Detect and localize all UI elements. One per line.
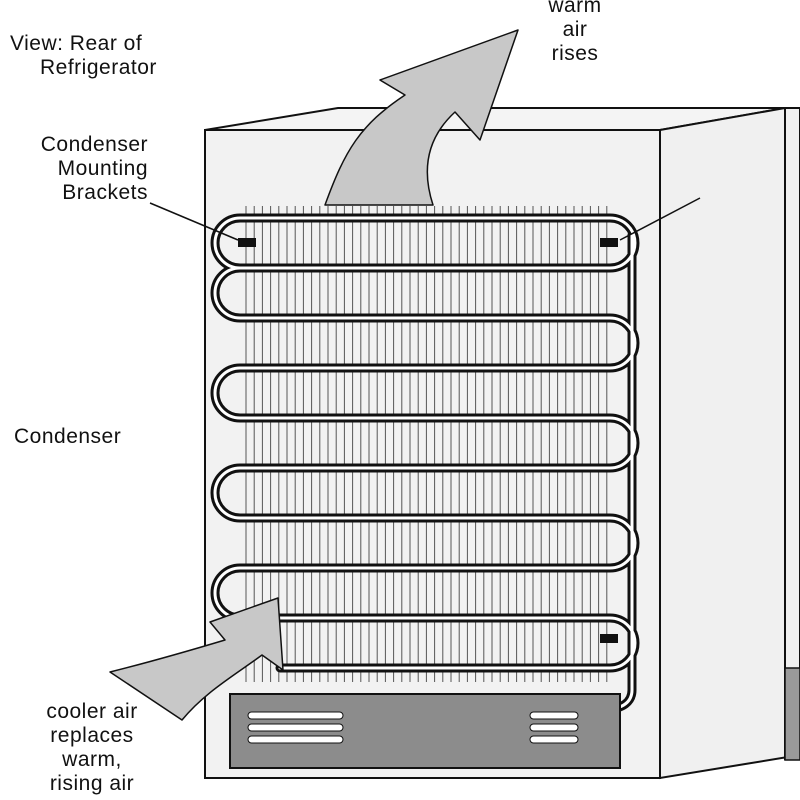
- brackets-label-line-2: Mounting: [57, 157, 148, 180]
- warm-air-label-line-1: warm: [548, 0, 602, 17]
- view-label-line-1: View: Rear of: [10, 32, 143, 55]
- warm-air-label: warm air rises: [530, 0, 620, 66]
- view-label-line-2: Refrigerator: [40, 56, 157, 79]
- cooler-air-label: cooler air replaces warm, rising air: [22, 700, 162, 796]
- brackets-label-line-1: Condenser: [40, 133, 148, 156]
- vent-left: [247, 711, 344, 744]
- cooler-air-label-line-1: cooler air: [46, 700, 138, 723]
- cooler-air-label-line-2: replaces: [50, 724, 134, 747]
- warm-air-label-line-3: rises: [551, 42, 599, 65]
- warm-air-label-line-2: air: [562, 18, 588, 41]
- arrow-up-icon: [324, 29, 519, 206]
- cabinet-side-base: [784, 667, 800, 761]
- condenser-label: Condenser: [14, 425, 121, 449]
- mounting-bracket-right: [600, 238, 618, 247]
- vent-right: [529, 711, 579, 744]
- brackets-label: Condenser Mounting Brackets: [0, 133, 148, 205]
- cooler-air-label-line-3: warm,: [62, 748, 122, 771]
- bracket-leader-left: [149, 202, 239, 241]
- mounting-bracket-left: [238, 238, 256, 247]
- condenser-wires: [245, 206, 608, 682]
- view-label: View: Rear of Refrigerator: [10, 32, 157, 80]
- condenser-label-text: Condenser: [14, 425, 122, 448]
- cabinet-back-panel: [204, 129, 661, 779]
- bracket-leader-right: [619, 197, 701, 241]
- cooler-air-label-line-4: rising air: [49, 772, 135, 795]
- mounting-bracket-bottom: [600, 634, 618, 643]
- brackets-label-line-3: Brackets: [62, 181, 148, 204]
- arrow-right-up-icon: [109, 597, 284, 721]
